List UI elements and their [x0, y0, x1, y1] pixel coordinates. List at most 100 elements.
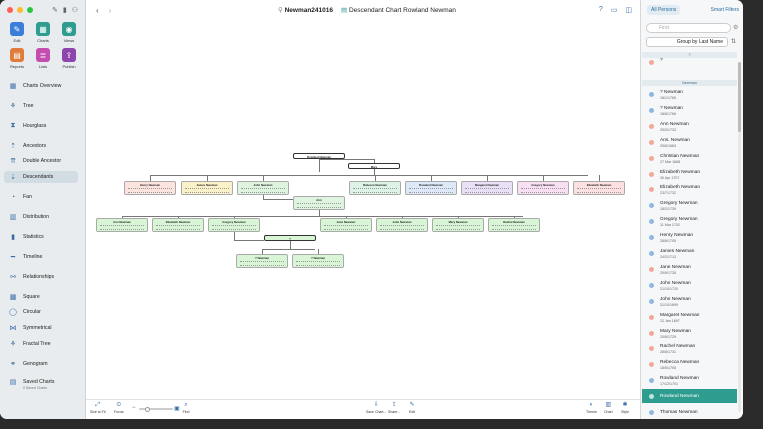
person-card[interactable]: Jane Newman [320, 218, 372, 232]
person-card[interactable]: ? [264, 235, 316, 241]
window-layout-icon[interactable]: ▭ [610, 7, 618, 14]
sidebar-item-charts-overview[interactable]: ▦Charts Overview [4, 80, 78, 92]
close-window-button[interactable] [7, 7, 13, 13]
sort-icon[interactable]: ⇅ [731, 39, 737, 45]
sidebar-item-timeline[interactable]: ━Timeline [4, 251, 78, 263]
sidebar-toggle-icon[interactable]: ◫ [625, 7, 632, 14]
person-card[interactable]: Elizabeth Newman [152, 218, 204, 232]
tab-all-persons[interactable]: All Persons [647, 5, 681, 15]
gender-dot [649, 92, 654, 97]
bookmark-icon[interactable]: ▮ [62, 7, 67, 14]
person-list-item[interactable]: Thomas Newman [642, 405, 737, 419]
person-card[interactable]: Rowland Newman [405, 181, 457, 195]
person-card[interactable]: John Newman [237, 181, 289, 195]
share-button[interactable]: ⇪Share... [388, 402, 400, 414]
sidebar-item-ancestors[interactable]: ⇡Ancestors [4, 140, 78, 152]
sidebar-item-hourglass[interactable]: ⧗Hourglass [4, 120, 78, 132]
edit-button[interactable]: ✎Edit [4, 22, 30, 43]
person-card[interactable]: Rebecca Newman [349, 181, 401, 195]
size-to-fit-button[interactable]: ⤢Size to Fit [90, 402, 106, 414]
people-icon[interactable]: ⚇ [71, 7, 79, 14]
sidebar-item-descendants[interactable]: ⇣Descendants [4, 171, 78, 183]
publish-button[interactable]: ⇪Publish [56, 48, 82, 69]
reports-button[interactable]: ▤Reports [4, 48, 30, 69]
list-item[interactable]: ? [642, 55, 737, 71]
person-card[interactable]: ? Newman [236, 254, 288, 268]
minimize-window-button[interactable] [17, 7, 23, 13]
sidebar-item-saved-charts[interactable]: ▤Saved Charts [4, 376, 78, 388]
person-list-item[interactable]: Rowland Newman [642, 389, 737, 404]
back-chevron-icon[interactable]: ‹ [96, 6, 99, 15]
person-card[interactable]: Ann [293, 196, 345, 210]
lists-button[interactable]: ≣Lists [30, 48, 56, 69]
gear-icon[interactable]: ⚙ [733, 25, 739, 31]
panel-scrollbar[interactable] [738, 62, 741, 412]
sidebar-item-distribution[interactable]: ▥Distribution [4, 211, 78, 223]
views-button[interactable]: ◉Views [56, 22, 82, 43]
person-card[interactable]: Elizabeth Newman [573, 181, 625, 195]
person-card[interactable]: John Newman [376, 218, 428, 232]
find-button[interactable]: ⌕Find [182, 402, 190, 414]
tab-smart-filters[interactable]: Smart Filters [710, 7, 739, 13]
sidebar-item-double-ancestor[interactable]: ⇈Double Ancestor [4, 155, 78, 167]
zoom-slider[interactable] [139, 406, 173, 412]
charts-button[interactable]: ▦Charts [30, 22, 56, 43]
save-chart-button[interactable]: ⇩Save Chart... [366, 402, 386, 414]
sidebar-item-genogram[interactable]: ⚭Genogram [4, 358, 78, 370]
person-card[interactable]: Ann Newman [96, 218, 148, 232]
person-card[interactable]: Gregory Newman [208, 218, 260, 232]
sidebar-item-symmetrical[interactable]: ⋈Symmetrical [4, 322, 78, 334]
group-by-select[interactable]: Group by Last Name [646, 37, 728, 47]
forward-chevron-icon[interactable]: › [108, 6, 112, 15]
theme-button[interactable]: ◐Theme [586, 402, 597, 414]
person-card[interactable]: James Newman [181, 181, 233, 195]
chart-button[interactable]: ▥Chart [604, 402, 613, 414]
person-card[interactable]: Rowland Newman [293, 153, 345, 159]
sidebar-item-fan[interactable]: ◔Fan [4, 191, 78, 203]
person-card[interactable]: ? Newman [292, 254, 344, 268]
edit-button[interactable]: ✎Edit [408, 402, 416, 414]
help-icon[interactable]: ? [598, 6, 603, 13]
sidebar-item-circular[interactable]: ◯Circular [4, 306, 78, 318]
person-card[interactable]: Rachel Newman [488, 218, 540, 232]
sidebar-item-square[interactable]: ▩Square [4, 291, 78, 303]
zoom-in-icon[interactable]: ▣ [174, 406, 180, 412]
focus-button[interactable]: ⊙Focus [114, 402, 124, 414]
zoom-window-button[interactable] [27, 7, 33, 13]
sidebar-item-fractal-tree[interactable]: ⚘Fractal Tree [4, 338, 78, 350]
style-button[interactable]: ✱Style [621, 402, 629, 414]
zoom-slider-knob[interactable] [145, 406, 150, 412]
sidebar-item-tree[interactable]: ⚘Tree [4, 100, 78, 112]
person-card[interactable]: Mary [348, 163, 400, 169]
person-card[interactable]: Margaret Newman [461, 181, 513, 195]
person-card[interactable]: Henry Newman [124, 181, 176, 195]
zoom-out-icon[interactable]: − [132, 405, 136, 411]
sidebar-item-statistics[interactable]: ▮Statistics [4, 231, 78, 243]
tools-icon[interactable]: ✎ [52, 7, 58, 14]
sidebar-item-relationships[interactable]: ⚯Relationships [4, 271, 78, 283]
person-card[interactable]: Gregory Newman [517, 181, 569, 195]
person-card[interactable]: Mary Newman [432, 218, 484, 232]
scrollbar-thumb[interactable] [738, 62, 741, 132]
find-input[interactable]: Find [646, 23, 731, 33]
